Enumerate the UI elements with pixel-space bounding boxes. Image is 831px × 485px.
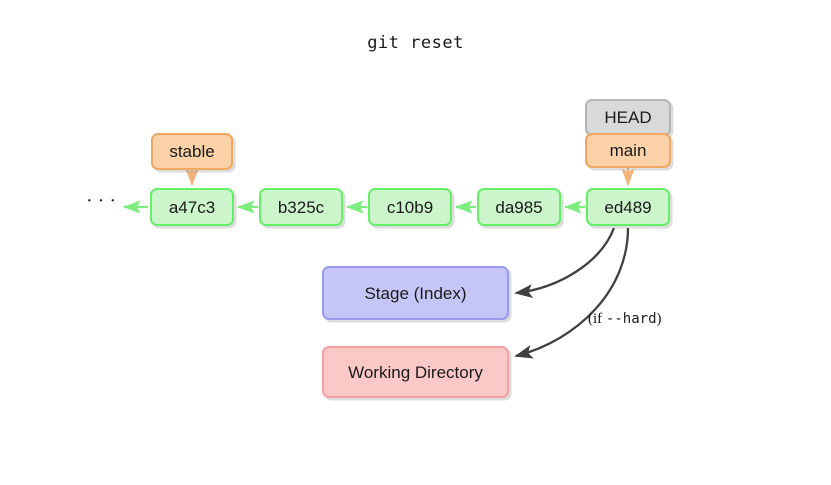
- page-title: git reset: [367, 33, 464, 53]
- hard-flag-annotation: (if --hard): [588, 311, 662, 328]
- commit-node-a47c3[interactable]: a47c3: [150, 188, 234, 226]
- hard-note-suffix: ): [656, 311, 662, 327]
- branch-pointer-arrows: [185, 168, 635, 187]
- reset-curves: [514, 227, 630, 359]
- hard-note-flag: --hard: [605, 311, 657, 327]
- commit-node-c10b9[interactable]: c10b9: [368, 188, 452, 226]
- stage-index-box[interactable]: Stage (Index): [322, 266, 509, 320]
- branch-label-main[interactable]: main: [585, 133, 671, 168]
- history-ellipsis: ···: [86, 190, 121, 212]
- hard-note-prefix: (if: [588, 311, 606, 327]
- commit-node-da985[interactable]: da985: [477, 188, 561, 226]
- commit-node-b325c[interactable]: b325c: [259, 188, 343, 226]
- working-directory-box[interactable]: Working Directory: [322, 346, 509, 398]
- head-label: HEAD: [585, 99, 671, 136]
- commit-node-ed489[interactable]: ed489: [586, 188, 670, 226]
- branch-label-stable[interactable]: stable: [151, 133, 233, 170]
